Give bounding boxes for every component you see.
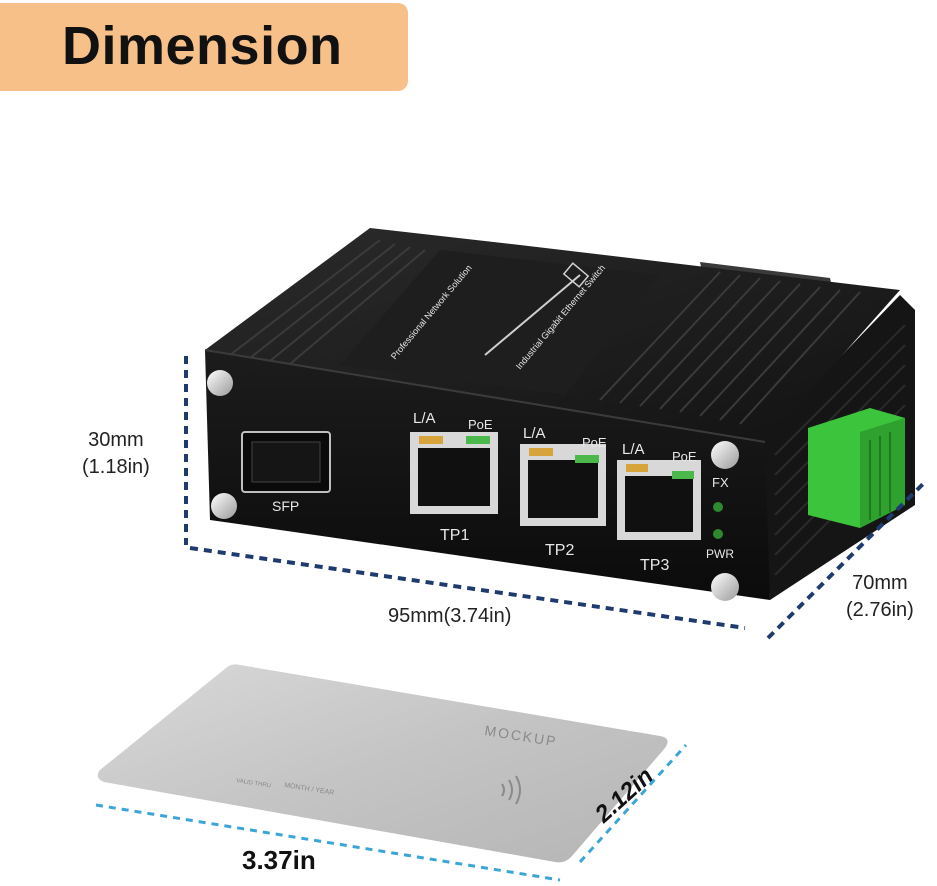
brand-logo-icon xyxy=(562,262,590,288)
card-valid-thru: VALID THRU xyxy=(236,778,272,789)
port-tp3: L/A PoE TP3 xyxy=(617,441,701,574)
label-la: L/A xyxy=(523,425,546,442)
length-dimension-label: 95mm(3.74in) xyxy=(388,605,512,627)
port-label: TP2 xyxy=(545,542,574,559)
label-poe: PoE xyxy=(468,417,493,432)
contactless-icon xyxy=(501,775,521,805)
screw-icon-group xyxy=(207,370,739,601)
label-poe: PoE xyxy=(582,435,607,450)
label-la: L/A xyxy=(413,410,436,427)
fx-label: FX xyxy=(712,475,729,490)
top-fins xyxy=(229,239,861,425)
led-poe xyxy=(466,436,490,444)
screw-icon xyxy=(207,370,233,396)
screw-icon xyxy=(211,493,237,519)
port-label: TP3 xyxy=(640,557,669,574)
device-dimension-lines xyxy=(184,356,927,640)
led-la xyxy=(626,464,648,472)
page-title: Dimension xyxy=(62,16,343,76)
fx-led xyxy=(713,502,723,512)
port-label: TP1 xyxy=(440,527,469,544)
height-dimension-label: 30mm (1.18in) xyxy=(82,427,150,481)
screw-icon xyxy=(711,573,739,601)
pwr-label: PWR xyxy=(706,547,734,561)
title-badge: Dimension xyxy=(0,3,408,91)
height-mm: 30mm xyxy=(88,429,144,451)
depth-in: (2.76in) xyxy=(846,599,914,621)
port-tp2: L/A PoE TP2 xyxy=(520,425,607,559)
sfp-label: SFP xyxy=(272,498,299,514)
depth-dimension-label: 70mm (2.76in) xyxy=(846,570,914,624)
led-la xyxy=(529,448,553,456)
screw-icon xyxy=(711,441,739,469)
label-la: L/A xyxy=(622,441,645,458)
height-in: (1.18in) xyxy=(82,456,150,478)
terminal-block xyxy=(808,408,905,528)
card-dimension-lines xyxy=(95,743,688,882)
pwr-led xyxy=(713,529,723,539)
led-la xyxy=(419,436,443,444)
port-tp1: L/A PoE TP1 xyxy=(410,410,498,544)
card-width-label: 3.37in xyxy=(242,845,316,875)
label-poe: PoE xyxy=(672,449,697,464)
card-shape xyxy=(97,664,668,863)
led-poe xyxy=(672,471,694,479)
top-decor-line xyxy=(484,274,581,356)
led-poe xyxy=(575,455,599,463)
depth-mm: 70mm xyxy=(852,572,908,594)
